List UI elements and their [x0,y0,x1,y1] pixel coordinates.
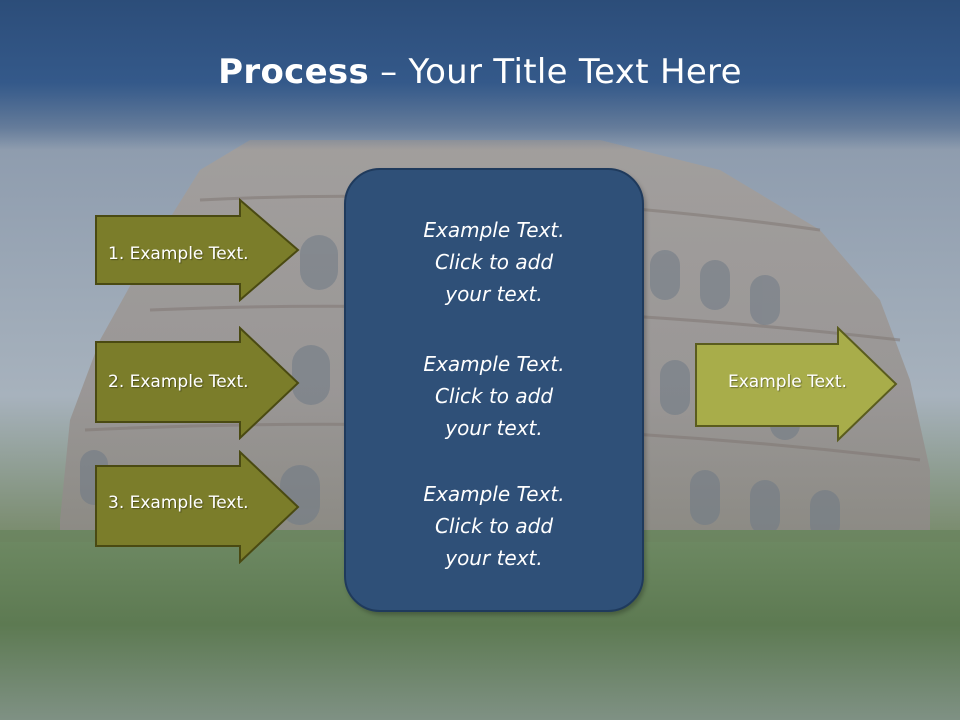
step-label-3: 3. Example Text. [108,493,249,513]
center-text-1-line-3: your text. [445,282,543,306]
center-text-2-line-2: Click to add [434,384,554,408]
center-text-block-3: Example Text. Click to add your text. [346,478,642,574]
center-text-3-line-3: your text. [445,546,543,570]
step-label-2: 2. Example Text. [108,372,249,392]
step-label-1: 1. Example Text. [108,244,249,264]
title-rest: – Your Title Text Here [369,52,742,92]
title-bold: Process [218,52,370,92]
step-arrow-2[interactable] [94,326,302,440]
center-text-block-2: Example Text. Click to add your text. [346,348,642,444]
title-band [0,0,960,150]
center-text-3-line-2: Click to add [434,514,554,538]
step-arrow-3[interactable] [94,450,302,564]
center-text-1-line-1: Example Text. [423,218,565,242]
center-text-2-line-1: Example Text. [423,352,565,376]
result-label: Example Text. [728,372,847,392]
slide-title[interactable]: Process – Your Title Text Here [0,52,960,92]
center-text-block-1: Example Text. Click to add your text. [346,214,642,310]
center-text-1-line-2: Click to add [434,250,554,274]
result-arrow[interactable] [694,326,900,444]
step-arrow-1[interactable] [94,198,302,302]
center-text-box[interactable]: Example Text. Click to add your text. Ex… [344,168,644,612]
center-text-2-line-3: your text. [445,416,543,440]
center-text-3-line-1: Example Text. [423,482,565,506]
